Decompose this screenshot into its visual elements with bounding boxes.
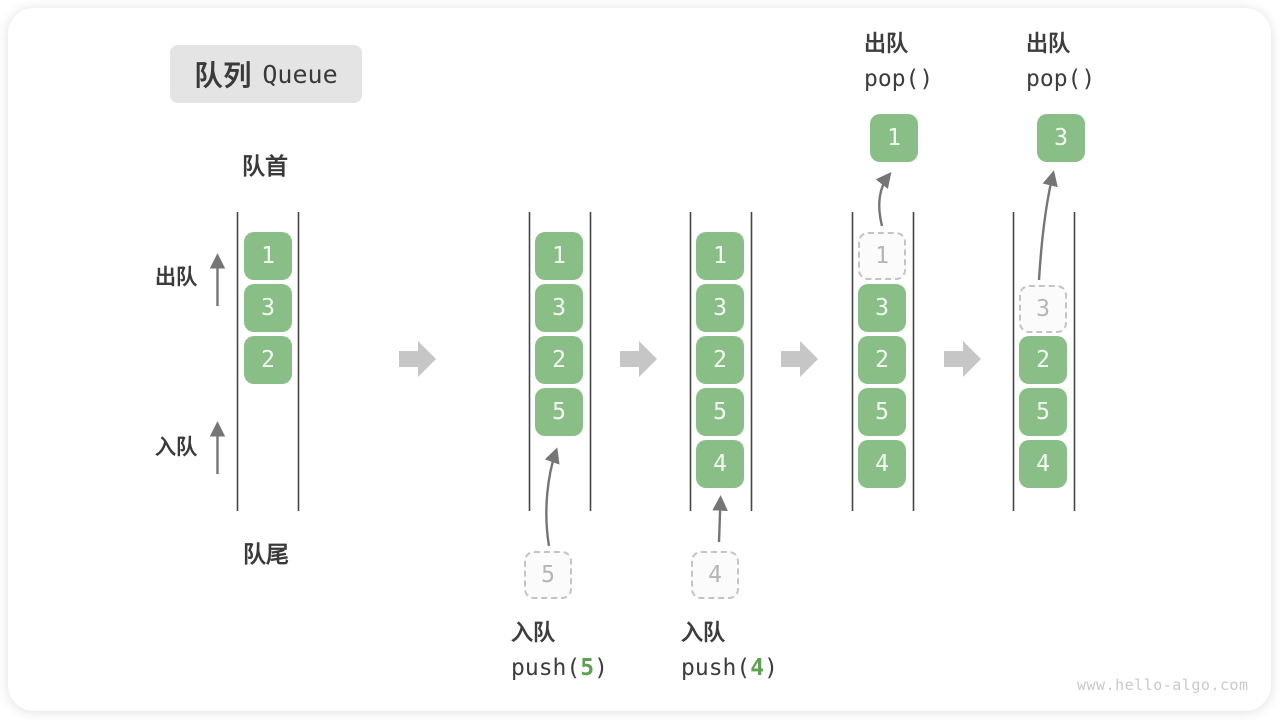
- queue-cell: 2: [244, 336, 292, 384]
- pop-label-code: pop(): [864, 66, 934, 92]
- queue-cell: 4: [858, 440, 906, 488]
- popped-value-box: 1: [870, 114, 918, 162]
- pop-label-zh: 出队: [864, 31, 909, 56]
- diagram-card: [8, 8, 1271, 711]
- push-label-code: push(4): [681, 655, 778, 681]
- queue-cell: 3: [244, 284, 292, 332]
- push-label-zh: 入队: [681, 620, 726, 645]
- push-ghost-box: 4: [691, 551, 739, 599]
- popped-value-box: 3: [1037, 114, 1085, 162]
- queue-cell: 3: [696, 284, 744, 332]
- queue-cell: 2: [1019, 336, 1067, 384]
- queue-cell-popped-ghost: 1: [858, 232, 906, 280]
- queue-cell: 2: [535, 336, 583, 384]
- push-code-post: ): [764, 655, 778, 681]
- queue-cell: 1: [535, 232, 583, 280]
- queue-cell: 1: [244, 232, 292, 280]
- push-code-arg: 5: [580, 655, 595, 681]
- push-ghost-box: 5: [524, 551, 572, 599]
- push-operation-label: 入队 push(4): [681, 620, 778, 681]
- pop-operation-label: 出队 pop(): [864, 31, 933, 92]
- push-code-pre: push(: [681, 655, 751, 681]
- queue-cell: 5: [696, 388, 744, 436]
- push-label-zh: 入队: [511, 620, 556, 645]
- push-code-post: ): [594, 655, 608, 681]
- queue-front-label: 队首: [242, 153, 288, 179]
- queue-cell: 5: [1019, 388, 1067, 436]
- push-operation-label: 入队 push(5): [511, 620, 608, 681]
- title-zh: 队列: [194, 60, 253, 91]
- queue-cell-popped-ghost: 3: [1019, 285, 1067, 333]
- watermark: www.hello-algo.com: [1077, 676, 1249, 694]
- enqueue-side-label: 入队: [155, 436, 197, 459]
- push-code-arg: 4: [750, 655, 765, 681]
- queue-cell: 5: [535, 388, 583, 436]
- title-badge: 队列 Queue: [170, 45, 362, 103]
- queue-cell: 1: [696, 232, 744, 280]
- queue-cell: 4: [696, 440, 744, 488]
- queue-cell: 5: [858, 388, 906, 436]
- queue-cell: 3: [858, 284, 906, 332]
- queue-cell: 2: [858, 336, 906, 384]
- queue-cell: 3: [535, 284, 583, 332]
- queue-cell: 2: [696, 336, 744, 384]
- pop-label-zh: 出队: [1026, 31, 1071, 56]
- pop-operation-label: 出队 pop(): [1026, 31, 1095, 92]
- title-en: Queue: [262, 59, 338, 89]
- queue-cell: 4: [1019, 440, 1067, 488]
- queue-rear-label: 队尾: [243, 541, 289, 567]
- dequeue-side-label: 出队: [155, 266, 197, 289]
- pop-label-code: pop(): [1026, 66, 1096, 92]
- push-code-pre: push(: [511, 655, 581, 681]
- push-label-code: push(5): [511, 655, 608, 681]
